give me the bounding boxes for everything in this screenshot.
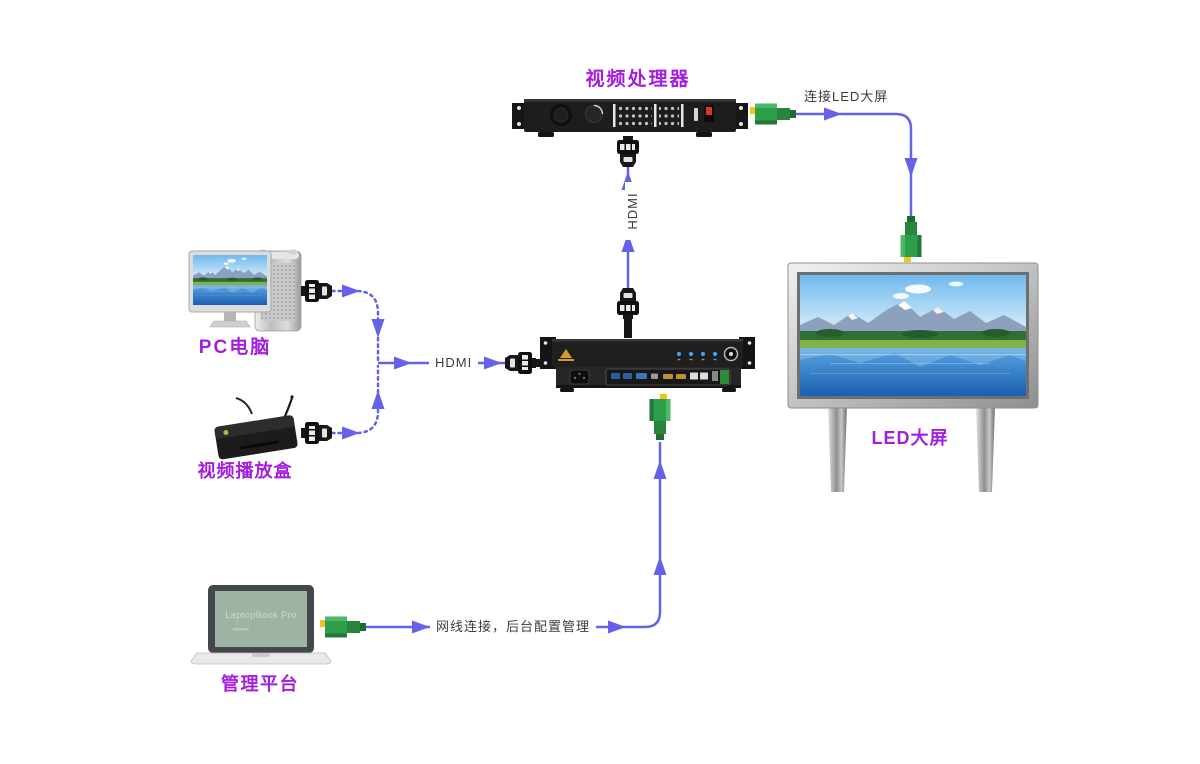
player-box-label: 视频播放盒 bbox=[197, 461, 293, 481]
pc-label: PC电脑 bbox=[198, 337, 272, 358]
edge-laptop-to-controller bbox=[364, 442, 662, 629]
hdmi-horizontal-edge-label: HDMI bbox=[429, 355, 479, 371]
connect-led-edge-label: 连接LED大屏 bbox=[804, 89, 889, 104]
hdmi-vertical-edge-label: HDMI bbox=[625, 182, 641, 240]
arrowheads bbox=[342, 107, 918, 634]
laptop-device bbox=[190, 585, 332, 665]
video-processor-device bbox=[512, 99, 748, 137]
pc-monitor bbox=[188, 250, 272, 328]
network-edge-label: 网线连接，后台配置管理 bbox=[430, 619, 597, 635]
set-top-box-device bbox=[214, 395, 298, 460]
edge-box-to-junction bbox=[330, 364, 380, 435]
laptop-screen-text: LaptopBook Pro bbox=[225, 610, 297, 620]
led-screen-device bbox=[787, 262, 1039, 492]
edge-processor-to-led bbox=[796, 112, 913, 216]
controller-device bbox=[540, 337, 755, 392]
video-processor-label: 视频处理器 bbox=[585, 69, 691, 90]
management-platform-label: 管理平台 bbox=[221, 674, 299, 694]
hdmi-connector-icon bbox=[301, 136, 639, 444]
edge-pc-to-junction bbox=[330, 289, 380, 362]
led-screen-label: LED大屏 bbox=[871, 428, 949, 448]
